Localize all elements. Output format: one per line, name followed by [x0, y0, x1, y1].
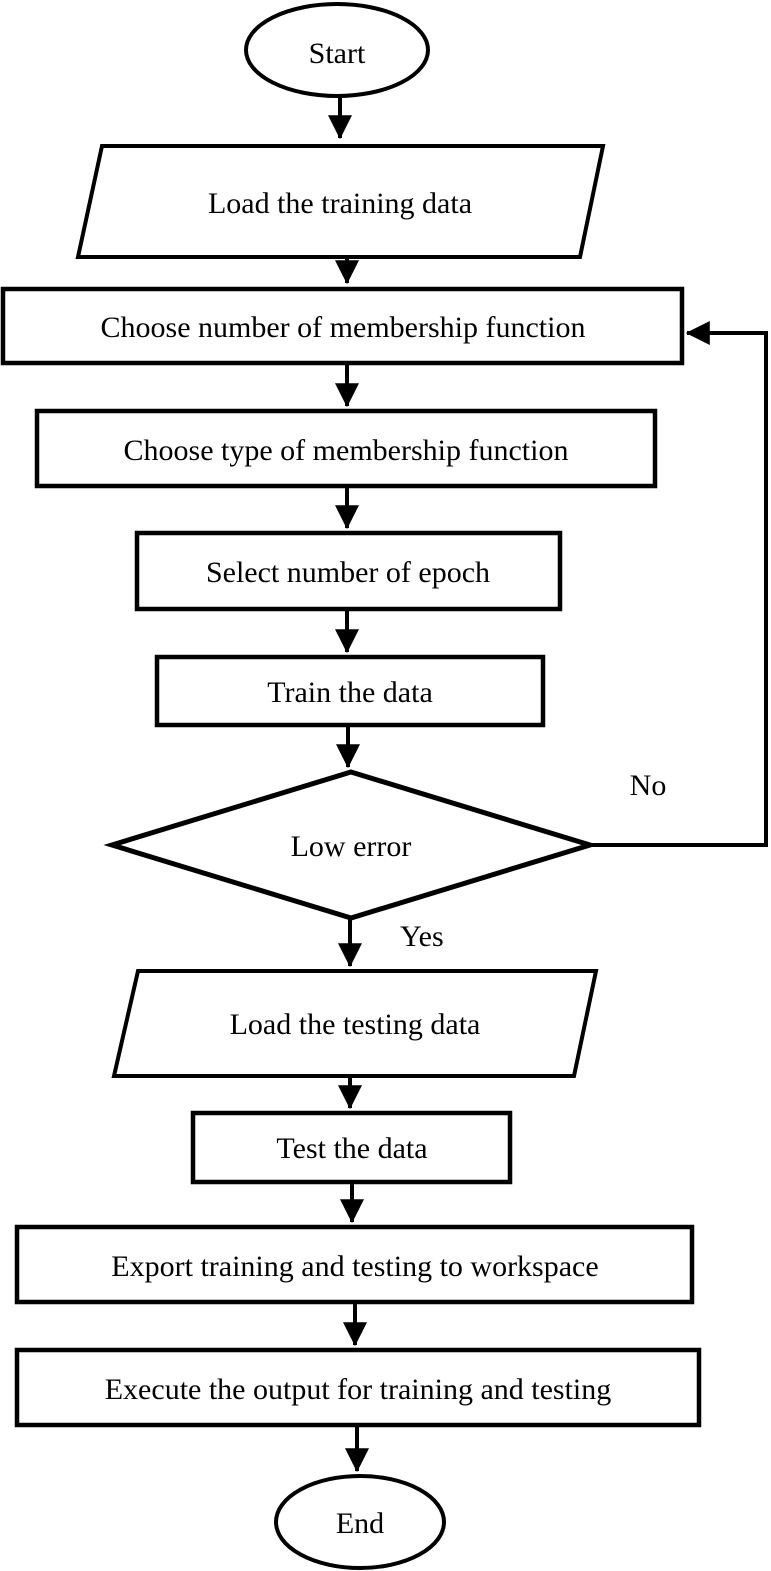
load-testing-parallelogram-shape: [111, 969, 599, 1078]
start-terminator-shape: [244, 2, 430, 98]
node-execute-output: Execute the output for training and test…: [14, 1347, 702, 1428]
execute-output-process-shape: [14, 1347, 702, 1428]
test-data-label: Test the data: [276, 1132, 427, 1165]
low-error-decision-shape: [103, 769, 599, 921]
node-train-data: Train the data: [154, 654, 546, 728]
low-error-label: Low error: [291, 830, 412, 863]
select-epoch-process-shape: [134, 530, 563, 612]
select-epoch-label: Select number of epoch: [206, 556, 490, 589]
choose-number-mf-label: Choose number of membership function: [101, 311, 586, 344]
execute-output-label: Execute the output for training and test…: [105, 1373, 612, 1406]
node-choose-type-mf: Choose type of membership function: [34, 408, 658, 489]
choose-number-mf-process-shape: [0, 286, 685, 366]
node-load-testing: Load the testing data: [111, 969, 599, 1078]
load-training-label: Load the training data: [208, 187, 472, 220]
choose-type-mf-process-shape: [34, 408, 658, 489]
train-data-label: Train the data: [267, 676, 433, 709]
node-low-error: Low error: [103, 769, 599, 921]
choose-type-mf-label: Choose type of membership function: [124, 434, 569, 467]
export-workspace-label: Export training and testing to workspace: [111, 1250, 598, 1283]
load-training-parallelogram-shape: [75, 144, 606, 259]
node-end: End: [274, 1474, 446, 1570]
export-workspace-process-shape: [14, 1224, 695, 1305]
start-label: Start: [309, 37, 366, 70]
node-test-data: Test the data: [190, 1110, 513, 1185]
test-data-process-shape: [190, 1110, 513, 1185]
node-export-workspace: Export training and testing to workspace: [14, 1224, 695, 1305]
end-terminator-shape: [274, 1474, 446, 1570]
no-branch-label: No: [630, 769, 667, 802]
node-select-epoch: Select number of epoch: [134, 530, 563, 612]
yes-branch-label: Yes: [400, 920, 444, 953]
load-testing-label: Load the testing data: [230, 1008, 481, 1041]
node-start: Start: [244, 2, 430, 98]
end-label: End: [336, 1507, 384, 1540]
train-data-process-shape: [154, 654, 546, 728]
edge-low-error-no-loop: [590, 321, 768, 847]
node-choose-number-mf: Choose number of membership function: [0, 286, 685, 366]
node-load-training: Load the training data: [75, 144, 606, 259]
